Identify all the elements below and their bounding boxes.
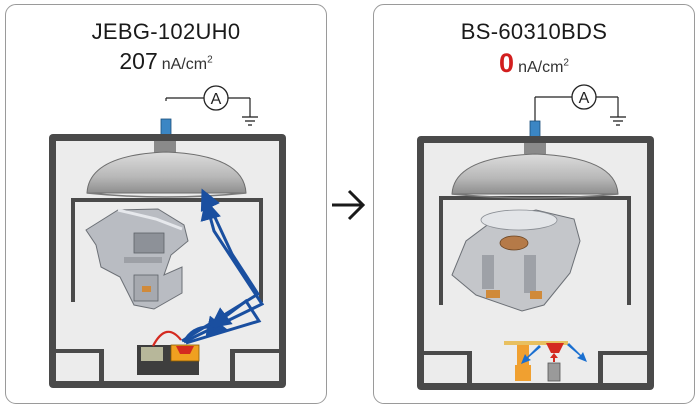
ground-icon [242,116,258,126]
unit-exponent: 2 [207,54,213,66]
ion-current-arrows [521,343,587,364]
evaporation-device [451,209,581,312]
unit-text: nA/cm [518,59,564,76]
current-unit: nA/cm2 [518,57,569,76]
transition-arrow-icon [332,189,366,221]
ammeter-icon: A [203,85,229,111]
meter-circuit [534,96,619,121]
evaporation-source [546,343,564,382]
model-name: BS-60310BDS [460,19,608,44]
unit-text: nA/cm [161,56,208,73]
substrate-dome [86,141,247,198]
ammeter-label: A [211,91,222,108]
evaporation-device [85,208,189,310]
chamber-diagram: A [49,85,286,388]
current-value: 207 [119,48,158,74]
current-unit: nA/cm2 [161,54,213,73]
chamber-diagram: A [417,84,654,390]
ammeter-icon: A [571,84,597,110]
substrate-dome [451,143,619,199]
evaporation-source [137,330,200,375]
ammeter-label: A [579,90,590,107]
ion-current-arrows [181,188,265,345]
unit-exponent: 2 [563,57,569,69]
meter-circuit [165,97,251,117]
model-name: JEBG-102UH0 [91,19,241,44]
current-value: 0 [499,48,515,78]
ground-icon [610,116,626,126]
